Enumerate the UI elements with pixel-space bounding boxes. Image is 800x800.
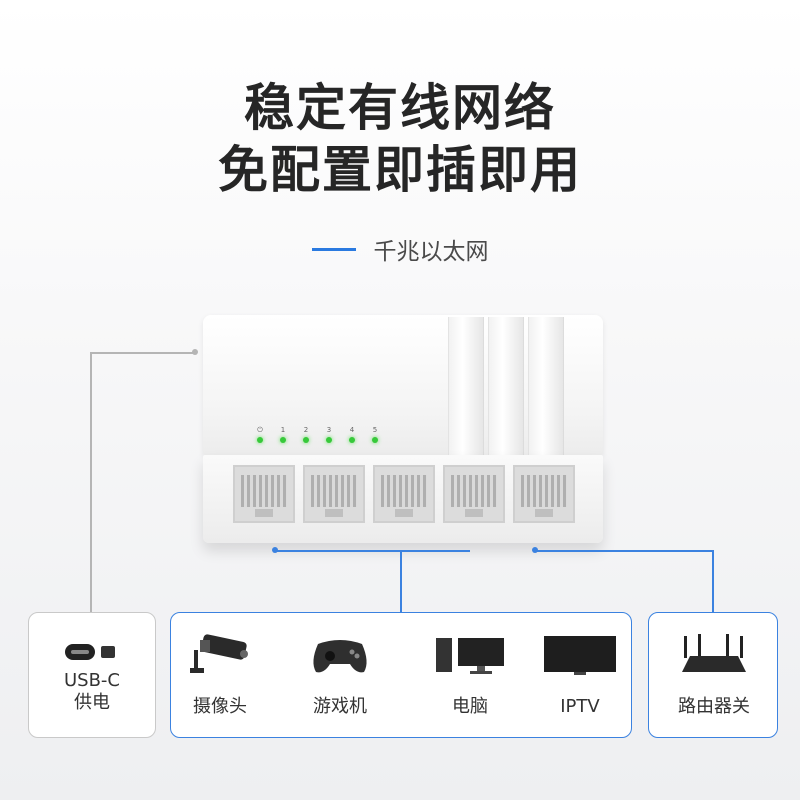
led-power: ⏻ (255, 425, 265, 443)
led-4: 4 (347, 425, 357, 443)
router-line-dot (532, 547, 538, 553)
ethernet-port (303, 465, 365, 523)
router-panel (648, 612, 778, 738)
devices-panel (170, 612, 632, 738)
switch-fin (448, 317, 484, 457)
power-line-dot (192, 349, 198, 355)
led-5: 5 (370, 425, 380, 443)
ethernet-port (513, 465, 575, 523)
headline-line-2: 免配置即插即用 (218, 141, 582, 199)
switch-fin (528, 317, 564, 457)
subtitle-text: 千兆以太网 (373, 239, 489, 265)
router-icon (682, 634, 746, 672)
ethernet-port (233, 465, 295, 523)
devices-line-h (275, 550, 470, 552)
switch-fin (488, 317, 524, 457)
computer-icon (436, 638, 504, 674)
headline-line-1: 稳定有线网络 (244, 79, 556, 137)
camera-item: 摄像头 (180, 632, 260, 718)
usbc-panel (28, 612, 156, 738)
usb-c-icon (65, 644, 115, 660)
devices-line-v (400, 550, 402, 612)
power-line-h (90, 352, 195, 354)
gamepad-item: 游戏机 (300, 632, 380, 718)
subtitle-dash (311, 247, 356, 251)
router-item: 路由器关 (660, 632, 768, 718)
computer-item: 电脑 (425, 632, 515, 718)
network-switch: ⏻ 1 2 3 4 5 (203, 315, 603, 543)
led-1: 1 (278, 425, 288, 443)
devices-line-dot (272, 547, 278, 553)
usbc-item: USB-C 供电 (28, 636, 156, 714)
gamepad-icon (313, 640, 367, 673)
ethernet-port (443, 465, 505, 523)
tv-icon (544, 636, 616, 675)
ethernet-port (373, 465, 435, 523)
led-indicators: ⏻ 1 2 3 4 5 (255, 425, 380, 443)
security-camera-icon (190, 634, 248, 673)
subtitle-row: 千兆以太网 (0, 232, 800, 266)
router-line-v (712, 550, 714, 612)
led-3: 3 (324, 425, 334, 443)
iptv-item: IPTV (538, 632, 622, 718)
led-2: 2 (301, 425, 311, 443)
power-line-v (90, 352, 92, 612)
ethernet-ports (233, 465, 575, 523)
router-line-h (535, 550, 713, 552)
